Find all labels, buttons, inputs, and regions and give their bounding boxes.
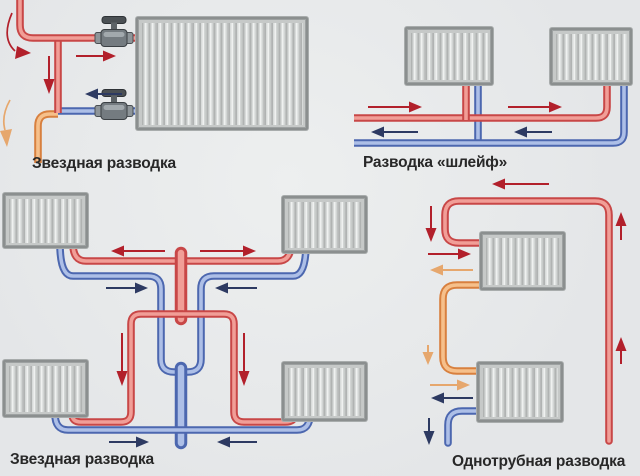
- supply-flow-arrow: [368, 101, 422, 113]
- radiator: [477, 362, 563, 422]
- supply-valve: [94, 16, 134, 47]
- supply-down-arrow: [116, 333, 128, 386]
- supply-flow-arrow: [76, 50, 116, 62]
- supply-flow-arrow: [111, 245, 165, 257]
- diagram-label-single-pipe: Однотрубная разводка: [452, 453, 626, 470]
- diagram-loop-pipes: [354, 83, 624, 143]
- return-curved-arrow: [0, 99, 12, 147]
- radiator-outlet-arrow: [431, 392, 473, 404]
- return-flow-arrow: [109, 436, 149, 448]
- supply-flow-arrow: [200, 245, 256, 257]
- radiator-ribs: [8, 198, 83, 243]
- supply-flow-arrow: [492, 178, 549, 190]
- inter-radiator-pipe: [443, 285, 481, 371]
- radiator-ribs: [410, 32, 488, 80]
- radiator-inlet-arrow: [428, 248, 471, 260]
- radiator-ribs: [555, 33, 627, 80]
- radiator-ribs: [287, 367, 362, 416]
- radiator: [282, 196, 367, 253]
- radiator-inlet-arrow: [430, 379, 470, 391]
- diagram-star-single-pipes: [0, 0, 139, 163]
- radiator-ribs: [485, 237, 560, 285]
- diagram-label-loop: Разводка «шлейф»: [363, 154, 508, 171]
- return-flow-arrow: [215, 282, 257, 294]
- radiator-outlet-arrow: [430, 264, 473, 276]
- radiator-ribs: [141, 22, 303, 125]
- radiator-ribs: [482, 367, 558, 417]
- return-drop-pipe: [448, 411, 478, 443]
- diagram-single-pipe-pipes: [422, 178, 627, 446]
- riser-up-arrow: [615, 337, 627, 364]
- supply-down-arrow: [238, 333, 250, 386]
- radiator: [282, 362, 367, 421]
- branch-down-arrow: [43, 56, 55, 94]
- riser-up-arrow: [615, 212, 627, 240]
- return-flow-arrow: [514, 126, 552, 138]
- radiator: [480, 232, 565, 290]
- return-flow-arrow: [371, 126, 418, 138]
- diagram-label-star-multi: Звездная разводка: [10, 451, 154, 468]
- radiator: [3, 360, 88, 417]
- radiator-ribs: [8, 365, 83, 412]
- return-flow-arrow: [106, 282, 148, 294]
- return-flow-arrow: [85, 88, 122, 100]
- inter-down-arrow: [422, 345, 434, 365]
- radiator: [405, 27, 493, 85]
- return-flow-arrow: [217, 436, 257, 448]
- supply-flow-arrow: [508, 101, 562, 113]
- radiator: [550, 28, 632, 85]
- return-main-pipe: [354, 83, 624, 143]
- diagram-label-star-single: Звездная разводка: [32, 155, 176, 172]
- radiator: [136, 17, 308, 130]
- radiator-ribs: [287, 201, 362, 248]
- supply-curved-arrow: [6, 12, 31, 59]
- diagram-star-multi-pipes: [55, 244, 310, 448]
- supply-down-arrow: [425, 206, 437, 242]
- radiator: [3, 193, 88, 248]
- return-down-arrow: [423, 418, 435, 445]
